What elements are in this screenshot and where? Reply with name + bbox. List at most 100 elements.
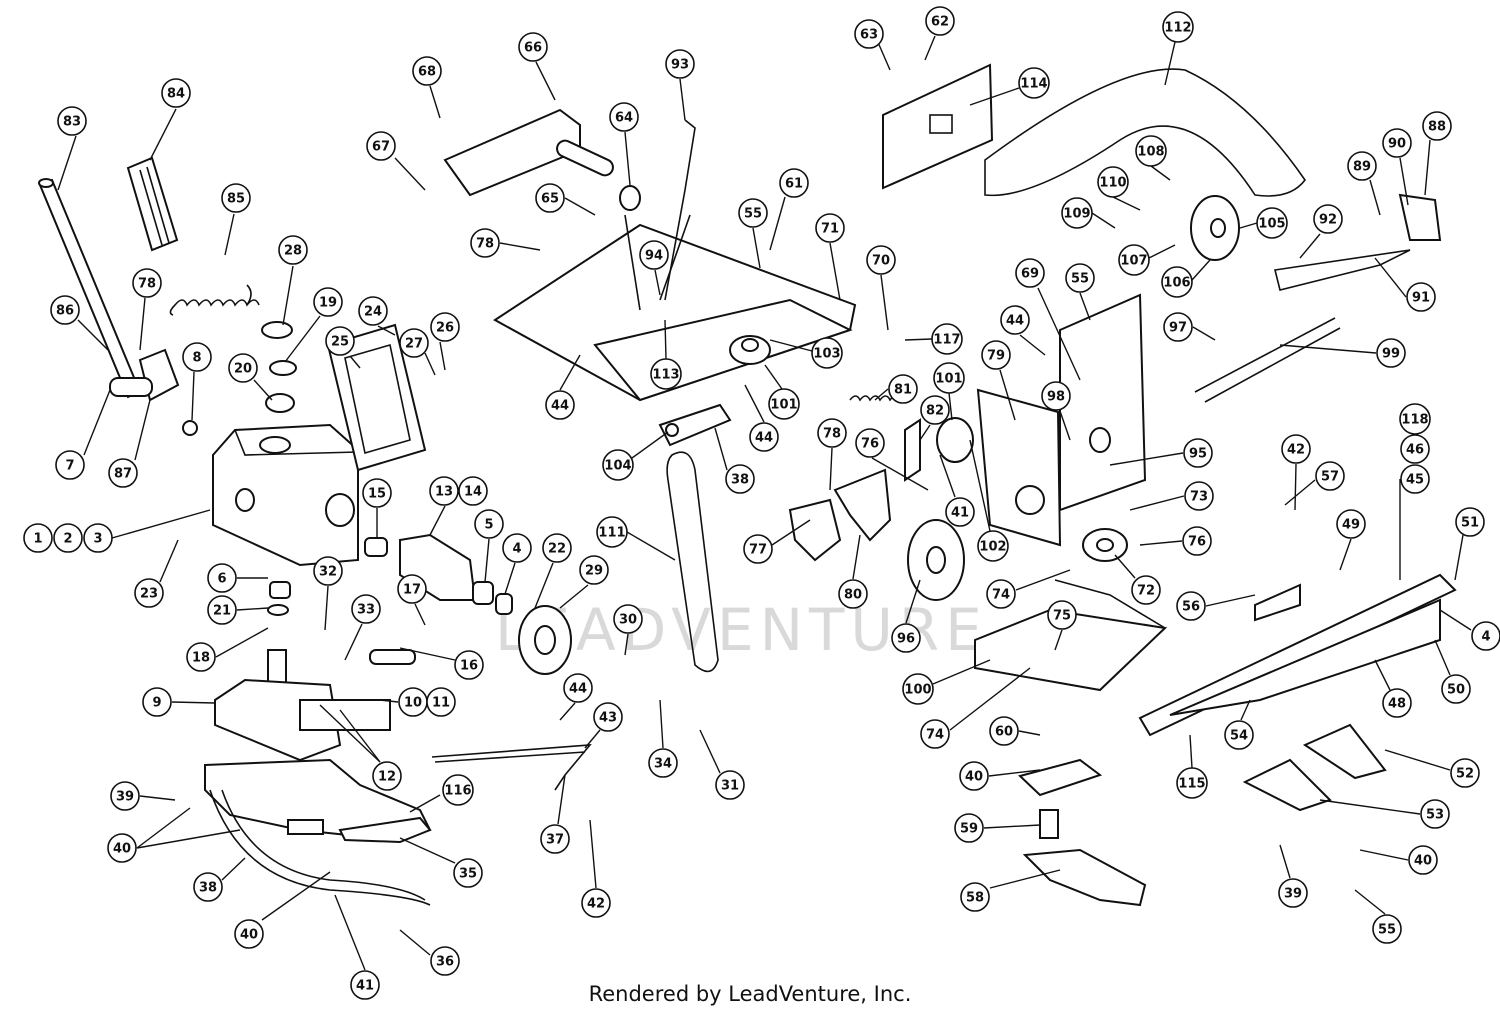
callout-label: 5	[484, 518, 493, 533]
callout-label: 72	[1137, 584, 1155, 599]
callout-label: 60	[995, 725, 1013, 740]
callout-label: 113	[652, 368, 679, 383]
callout-label: 49	[1342, 518, 1360, 533]
callout-21: 21	[207, 595, 237, 625]
engine-plate	[1059, 293, 1147, 512]
callout-label: 64	[615, 111, 633, 126]
callout-105: 105	[1256, 207, 1288, 239]
callout-label: 4	[512, 542, 521, 557]
callout-74: 74	[920, 719, 950, 749]
callout-38: 38	[193, 872, 223, 902]
callout-label: 101	[935, 372, 962, 387]
callout-40: 40	[959, 761, 989, 791]
callout-90: 90	[1382, 128, 1412, 158]
callout-56: 56	[1176, 591, 1206, 621]
callout-2: 2	[53, 523, 83, 553]
callout-44: 44	[749, 422, 779, 452]
callout-label: 87	[114, 467, 132, 482]
callout-4: 4	[1471, 621, 1500, 651]
callout-label: 78	[138, 277, 156, 292]
callout-7: 7	[55, 450, 85, 480]
callout-label: 44	[755, 431, 773, 446]
callout-94: 94	[639, 240, 669, 270]
callout-label: 15	[368, 487, 386, 502]
callout-49: 49	[1336, 509, 1366, 539]
clip-bracket	[1274, 193, 1442, 291]
callout-19: 19	[313, 287, 343, 317]
callout-103: 103	[811, 337, 843, 369]
callout-44: 44	[563, 673, 593, 703]
callout-58: 58	[960, 882, 990, 912]
callout-label: 3	[93, 532, 102, 547]
callout-label: 110	[1099, 176, 1126, 191]
callout-label: 40	[1414, 854, 1432, 869]
callout-14: 14	[458, 476, 488, 506]
callout-88: 88	[1422, 111, 1452, 141]
callout-label: 116	[444, 784, 471, 799]
crank-wheel	[1082, 528, 1128, 562]
callout-label: 21	[213, 604, 231, 619]
callout-label: 59	[960, 822, 978, 837]
idler-pulley	[729, 335, 771, 365]
callout-42: 42	[1281, 434, 1311, 464]
callout-label: 117	[933, 333, 960, 348]
callout-48: 48	[1382, 688, 1412, 718]
callout-102: 102	[977, 530, 1009, 562]
callout-label: 102	[979, 540, 1006, 555]
callout-label: 46	[1406, 443, 1424, 458]
callout-87: 87	[108, 458, 138, 488]
callout-44: 44	[545, 390, 575, 420]
callout-label: 22	[548, 542, 566, 557]
callout-label: 42	[587, 897, 605, 912]
callout-59: 59	[954, 813, 984, 843]
callout-label: 89	[1353, 160, 1371, 175]
leader-lines	[57, 35, 1472, 971]
handle-bar-top	[443, 108, 641, 211]
callout-78: 78	[470, 228, 500, 258]
cover-plate	[326, 323, 427, 472]
spring	[169, 284, 260, 316]
gearbox-housing	[212, 423, 359, 567]
callout-101: 101	[933, 362, 965, 394]
callout-75: 75	[1047, 600, 1077, 630]
callout-45: 45	[1400, 464, 1430, 494]
callout-34: 34	[648, 748, 678, 778]
callout-76: 76	[855, 428, 885, 458]
callout-65: 65	[535, 183, 565, 213]
callout-42: 42	[581, 888, 611, 918]
callout-label: 107	[1120, 254, 1147, 269]
callout-label: 48	[1388, 697, 1406, 712]
callout-72: 72	[1131, 575, 1161, 605]
callout-label: 31	[721, 779, 739, 794]
callout-67: 67	[366, 131, 396, 161]
callout-label: 61	[785, 177, 803, 192]
callout-55: 55	[1372, 914, 1402, 944]
callout-33: 33	[351, 594, 381, 624]
callout-label: 81	[894, 383, 912, 398]
callout-label: 41	[951, 506, 969, 521]
control-rod	[664, 119, 696, 301]
callout-label: 78	[823, 427, 841, 442]
callout-61: 61	[779, 168, 809, 198]
callout-label: 84	[167, 87, 185, 102]
callout-label: 42	[1287, 443, 1305, 458]
callout-38: 38	[725, 464, 755, 494]
callout-label: 44	[569, 682, 587, 697]
callout-26: 26	[430, 312, 460, 342]
callout-40: 40	[107, 833, 137, 863]
clip-and-spacer	[1018, 758, 1147, 907]
shaft-assembly	[364, 533, 572, 675]
shield	[974, 579, 1168, 692]
callout-35: 35	[453, 858, 483, 888]
callout-label: 6	[217, 572, 226, 587]
callout-label: 77	[749, 543, 767, 558]
callout-label: 28	[284, 244, 302, 259]
callout-label: 54	[1230, 729, 1248, 744]
callout-46: 46	[1400, 434, 1430, 464]
callout-97: 97	[1163, 312, 1193, 342]
callout-80: 80	[838, 579, 868, 609]
cap-and-bearings	[261, 321, 297, 413]
callout-label: 37	[546, 833, 564, 848]
callout-label: 95	[1189, 447, 1207, 462]
callout-54: 54	[1224, 720, 1254, 750]
